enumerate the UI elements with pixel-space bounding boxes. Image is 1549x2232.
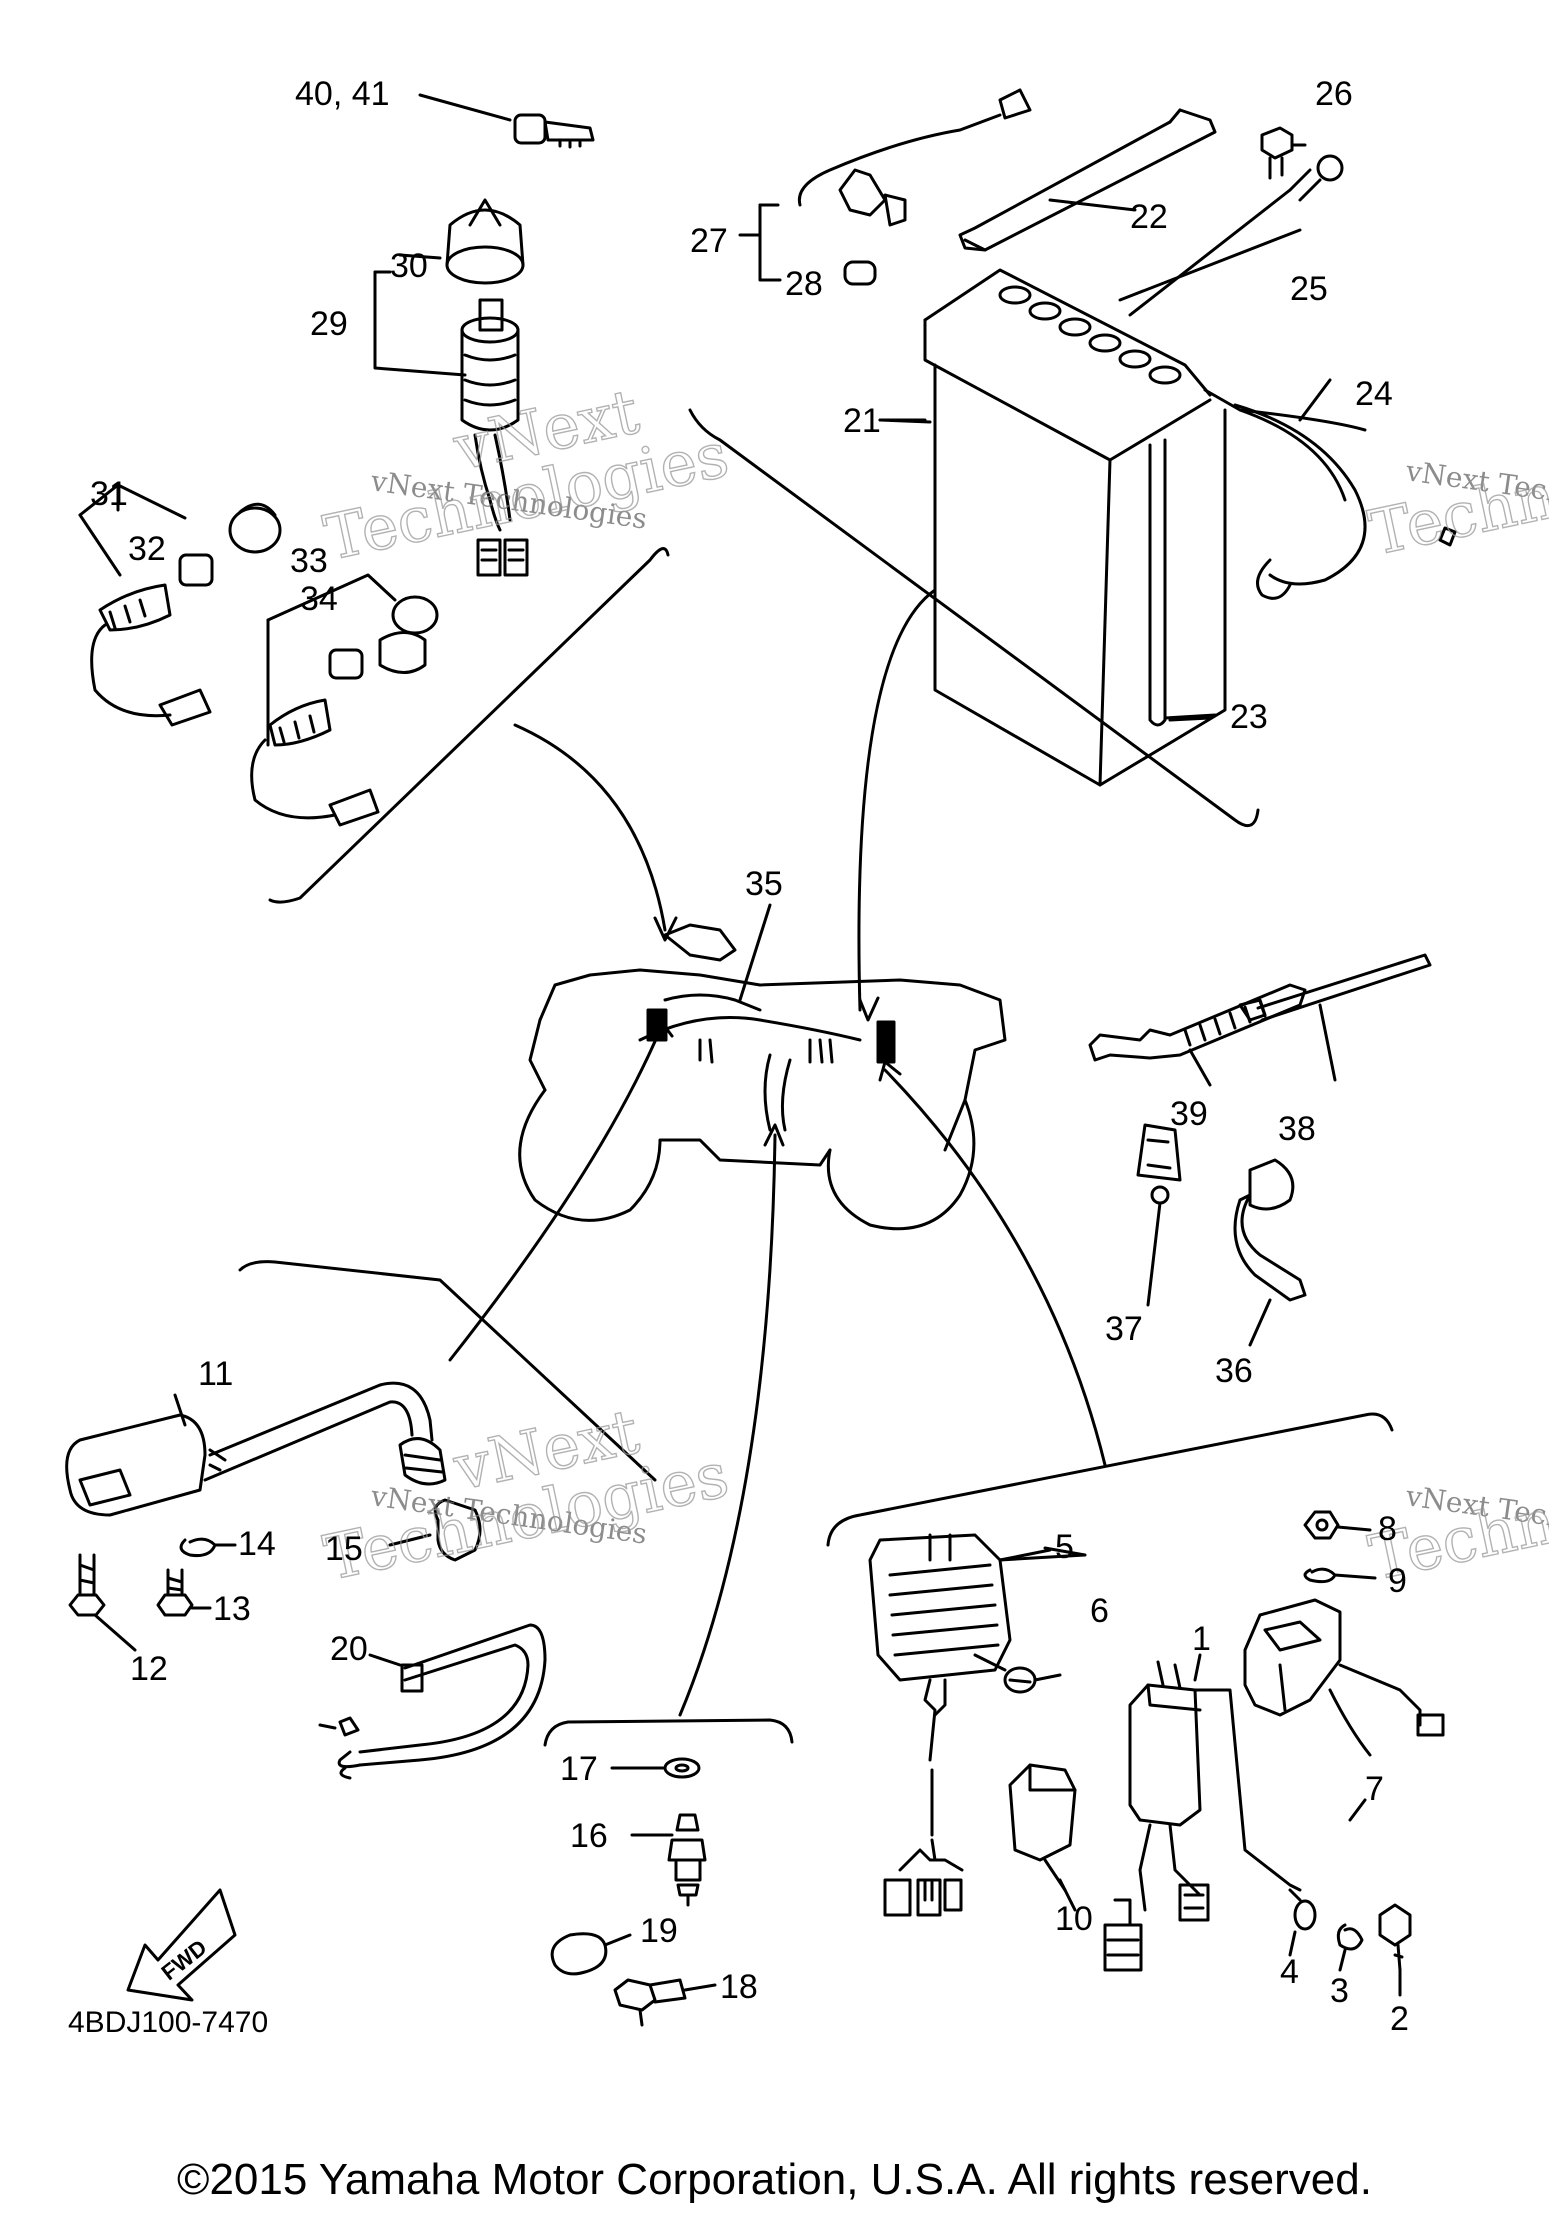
leader-plug xyxy=(678,1133,777,1717)
breather-tube-23-icon xyxy=(1148,438,1212,727)
ground-lead-20-icon xyxy=(318,1623,547,1780)
leader-lines xyxy=(878,418,1367,1912)
washer-9-icon xyxy=(1303,1567,1377,1584)
callout-23: 23 xyxy=(1230,698,1268,736)
callout-6: 6 xyxy=(1090,1592,1109,1630)
ignition-switch-icon xyxy=(373,270,529,577)
clamp-36-icon xyxy=(1233,1158,1307,1347)
callout-22: 22 xyxy=(1130,198,1168,236)
callout-21: 21 xyxy=(843,402,881,440)
washer-4-icon xyxy=(1288,1888,1317,1957)
battery-cable-24-icon xyxy=(1233,378,1457,600)
relay-10-icon xyxy=(1008,1763,1077,1892)
arrow-heads xyxy=(653,916,902,1147)
callout-26: 26 xyxy=(1315,75,1353,113)
battery-icon xyxy=(878,268,1367,787)
callout-19: 19 xyxy=(640,1912,678,1950)
bolt-18-icon xyxy=(613,1978,717,2027)
spark-plug-cap-icon xyxy=(388,1437,482,1562)
callout-28: 28 xyxy=(785,265,823,303)
callout-37: 37 xyxy=(1105,1310,1143,1348)
gasket-17-icon xyxy=(610,1757,701,1779)
battery-strap-icon xyxy=(958,108,1217,252)
harness-leader-35 xyxy=(738,903,772,1002)
callout-38: 38 xyxy=(1278,1110,1316,1148)
switch-assy-33-icon xyxy=(250,573,439,827)
copyright-notice: ©2015 Yamaha Motor Corporation, U.S.A. A… xyxy=(177,2155,1372,2204)
callout-13: 13 xyxy=(213,1590,251,1628)
callout-32: 32 xyxy=(128,530,166,568)
callout-2: 2 xyxy=(1390,2000,1409,2038)
callout-29: 29 xyxy=(310,305,348,343)
battery-cable-25-icon xyxy=(1118,154,1344,317)
callout-8: 8 xyxy=(1378,1510,1397,1548)
callout-30: 30 xyxy=(390,247,428,285)
callout-7: 7 xyxy=(1365,1770,1384,1808)
leader-electrical xyxy=(883,1068,1107,1467)
forward-arrow-icon xyxy=(126,1888,237,2002)
callout-3: 3 xyxy=(1330,1972,1349,2010)
rectifier-regulator-icon xyxy=(868,1533,1052,1917)
group-bracket-ignition xyxy=(238,1260,657,1482)
callout-20: 20 xyxy=(330,1630,368,1668)
fwd-label: FWD xyxy=(157,1935,212,1986)
callout-17: 17 xyxy=(560,1750,598,1788)
switch-assy-31-icon xyxy=(78,483,282,727)
ignition-knob-icon xyxy=(398,198,525,285)
washer-14-icon xyxy=(179,1537,237,1557)
callout-40-41: 40, 41 xyxy=(295,75,390,113)
group-bracket-electrical xyxy=(826,1412,1394,1547)
bolt-12-icon xyxy=(68,1553,137,1652)
callout-11: 11 xyxy=(198,1355,233,1393)
group-bracket-battery xyxy=(688,408,1260,828)
nut-8-icon xyxy=(1303,1510,1372,1540)
callout-5: 5 xyxy=(1055,1528,1074,1566)
callout-34: 34 xyxy=(300,580,338,618)
cable-tie-38-icon xyxy=(1238,953,1432,1082)
group-bracket-plug xyxy=(543,1718,794,1747)
sensor-27-icon xyxy=(738,88,1032,286)
callout-35: 35 xyxy=(745,865,783,903)
callout-4: 4 xyxy=(1280,1953,1299,1991)
watermark-big-text: Technologies xyxy=(1363,413,1549,570)
callout-36: 36 xyxy=(1215,1352,1253,1390)
callout-39: 39 xyxy=(1170,1095,1208,1133)
callout-14: 14 xyxy=(238,1525,276,1563)
cdi-unit-icon xyxy=(1103,1660,1302,1972)
callout-15: 15 xyxy=(325,1530,363,1568)
ignition-coil-icon xyxy=(65,1381,434,1517)
callout-12: 12 xyxy=(130,1650,168,1688)
bolt-13-icon xyxy=(156,1568,212,1617)
washer-3-icon xyxy=(1336,1923,1364,1972)
callout-1: 1 xyxy=(1192,1620,1211,1658)
spark-plug-icon xyxy=(630,1813,707,1907)
callout-31: 31 xyxy=(90,475,128,513)
screw-2-icon xyxy=(1378,1903,1412,1997)
callout-33: 33 xyxy=(290,542,328,580)
callout-10: 10 xyxy=(1055,1900,1093,1938)
grommet-37-icon xyxy=(1136,1123,1182,1307)
washer-19-icon xyxy=(550,1932,632,1976)
cable-band-39-icon xyxy=(1088,983,1307,1087)
leader-battery xyxy=(857,588,937,1012)
callout-27: 27 xyxy=(690,222,728,260)
callout-16: 16 xyxy=(570,1817,608,1855)
part-code: 4BDJ100-7470 xyxy=(68,2006,268,2039)
atv-vehicle-outline xyxy=(518,923,1007,1231)
callout-25: 25 xyxy=(1290,270,1328,308)
screw-6-icon xyxy=(973,1653,1062,1694)
starter-relay-icon xyxy=(1243,1598,1445,1757)
callout-18: 18 xyxy=(720,1968,758,2006)
terminal-bolt-26-icon xyxy=(1260,126,1307,180)
callout-24: 24 xyxy=(1355,375,1393,413)
callout-9: 9 xyxy=(1388,1562,1407,1600)
leader-ignition xyxy=(448,1028,662,1362)
leader-switches xyxy=(513,723,667,932)
key-icon xyxy=(418,93,595,149)
group-bracket-switches xyxy=(268,547,670,904)
